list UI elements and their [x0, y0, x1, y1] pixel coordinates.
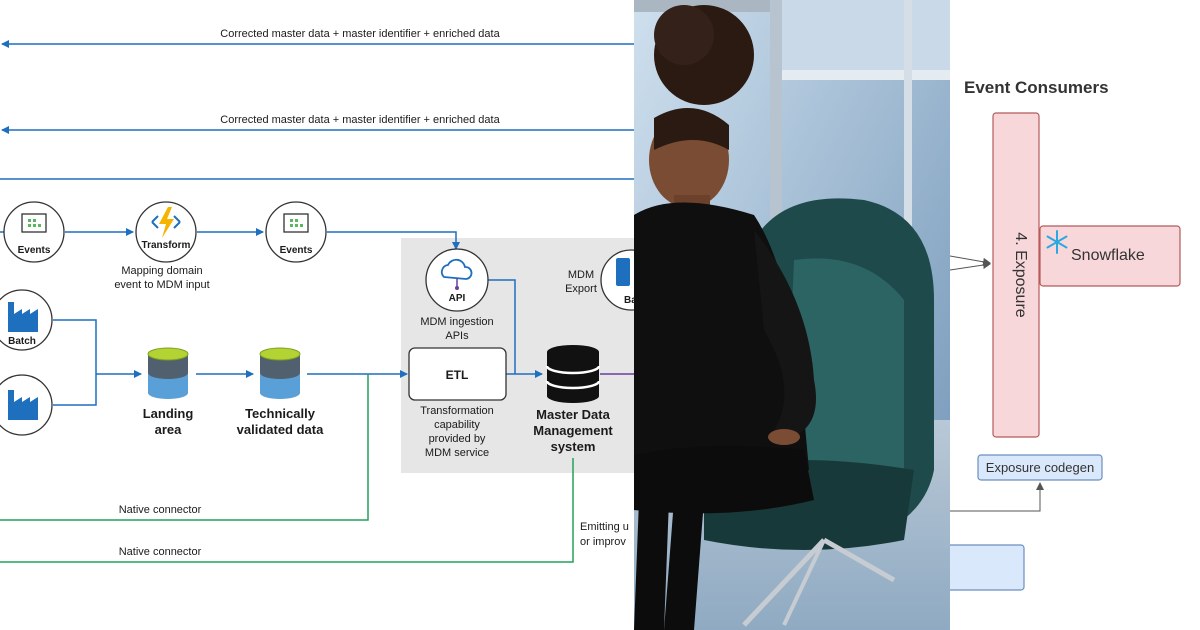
exposure-input-arrow-2: [950, 261, 991, 271]
mdm-architecture-diagram: Corrected master data + master identifie…: [0, 28, 634, 563]
function-lightning-icon: [151, 207, 181, 238]
etl-note-line-1: Transformation: [420, 405, 494, 417]
validated-data-label-1: Technically: [245, 406, 316, 421]
storage-cylinder-icon: [147, 347, 189, 399]
consumers-canvas: Event Consumers 4. Exposure Snowflake Ex…: [950, 78, 1181, 591]
mdm-label-3: system: [551, 439, 596, 454]
exposure-codegen-box: Exposure codegen: [977, 454, 1103, 481]
mapping-note-line-2: event to MDM input: [114, 279, 209, 291]
mdm-label-1: Master Data: [536, 407, 610, 422]
validated-data-label-2: validated data: [237, 422, 324, 437]
storage-icon: [616, 258, 630, 286]
events-node-2: Events: [265, 201, 327, 263]
event-consumers-title: Event Consumers: [964, 78, 1109, 97]
native-connector-label-1: Native connector: [119, 504, 202, 516]
export-batch-node: Ba: [600, 249, 634, 311]
api-to-mdm-line: [488, 279, 516, 374]
mdm-system-node: Master Data Management system: [533, 345, 613, 454]
batch-node-1: Batch: [0, 289, 53, 351]
mapping-note-line-1: Mapping domain: [121, 265, 202, 277]
ingestion-note-line-1: MDM ingestion: [420, 316, 493, 328]
emitting-note-line-2: or improv: [580, 536, 626, 548]
events-to-api-arrow: [327, 231, 460, 250]
mdm-label-2: Management: [533, 423, 613, 438]
batch-node-1-label: Batch: [8, 336, 36, 347]
emitting-note-line-1: Emitting u: [580, 521, 629, 533]
validated-data-storage: Technically validated data: [237, 347, 324, 437]
native-connector-line-2: [0, 458, 574, 563]
export-note-line-1: MDM: [568, 269, 594, 281]
event-hub-icon: [283, 213, 309, 233]
etl-note-line-4: MDM service: [425, 447, 489, 459]
exposure-label: 4. Exposure: [1012, 232, 1029, 317]
events-node-1: Events: [3, 201, 65, 263]
landing-area-label-1: Landing: [143, 406, 194, 421]
native-connector-label-2: Native connector: [119, 546, 202, 558]
snowflake-label: Snowflake: [1071, 247, 1145, 264]
photo-illustration: [634, 0, 950, 630]
etl-note-line-3: provided by: [429, 433, 486, 445]
transform-node-label: Transform: [142, 240, 191, 251]
batch-merge-lines: [53, 319, 97, 406]
codegen-input-arrow: [950, 482, 1044, 512]
corrected-data-flow-1-label: Corrected master data + master identifie…: [220, 28, 500, 40]
exposure-input-arrow-1: [950, 255, 991, 266]
landing-area-storage: Landing area: [143, 347, 194, 437]
event-hub-icon: [21, 213, 47, 233]
native-connector-line-1: [0, 374, 369, 521]
snowflake-box: Snowflake: [1039, 225, 1181, 287]
event-consumers-diagram: Event Consumers 4. Exposure Snowflake Ex…: [950, 0, 1200, 630]
export-batch-label: Ba: [624, 295, 634, 306]
landing-area-label-2: area: [155, 422, 183, 437]
cloud-api-icon: [440, 258, 473, 290]
storage-cylinder-icon: [259, 347, 301, 399]
events-node-1-label: Events: [18, 245, 51, 256]
etl-note-line-2: capability: [434, 419, 480, 431]
etl-node: ETL: [408, 347, 507, 401]
snowflake-icon: [1046, 230, 1068, 254]
exposure-box: 4. Exposure: [992, 112, 1040, 438]
etl-label: ETL: [446, 368, 469, 382]
transform-node: Transform: [135, 201, 197, 263]
partial-blue-box: [950, 544, 1025, 591]
factory-icon: [8, 302, 38, 332]
batch-node-2: [0, 374, 53, 436]
architecture-canvas: Corrected master data + master identifie…: [0, 28, 634, 563]
database-stack-icon: [545, 345, 601, 403]
woman-in-chair-photo: [634, 0, 950, 630]
ingestion-note-line-2: APIs: [445, 330, 469, 342]
export-note-line-2: Export: [565, 283, 597, 295]
corrected-data-flow-2-label: Corrected master data + master identifie…: [220, 114, 500, 126]
factory-icon: [8, 390, 38, 420]
api-node-label: API: [449, 293, 466, 304]
api-node: API: [425, 248, 489, 312]
exposure-codegen-label: Exposure codegen: [986, 460, 1094, 475]
events-node-2-label: Events: [280, 245, 313, 256]
